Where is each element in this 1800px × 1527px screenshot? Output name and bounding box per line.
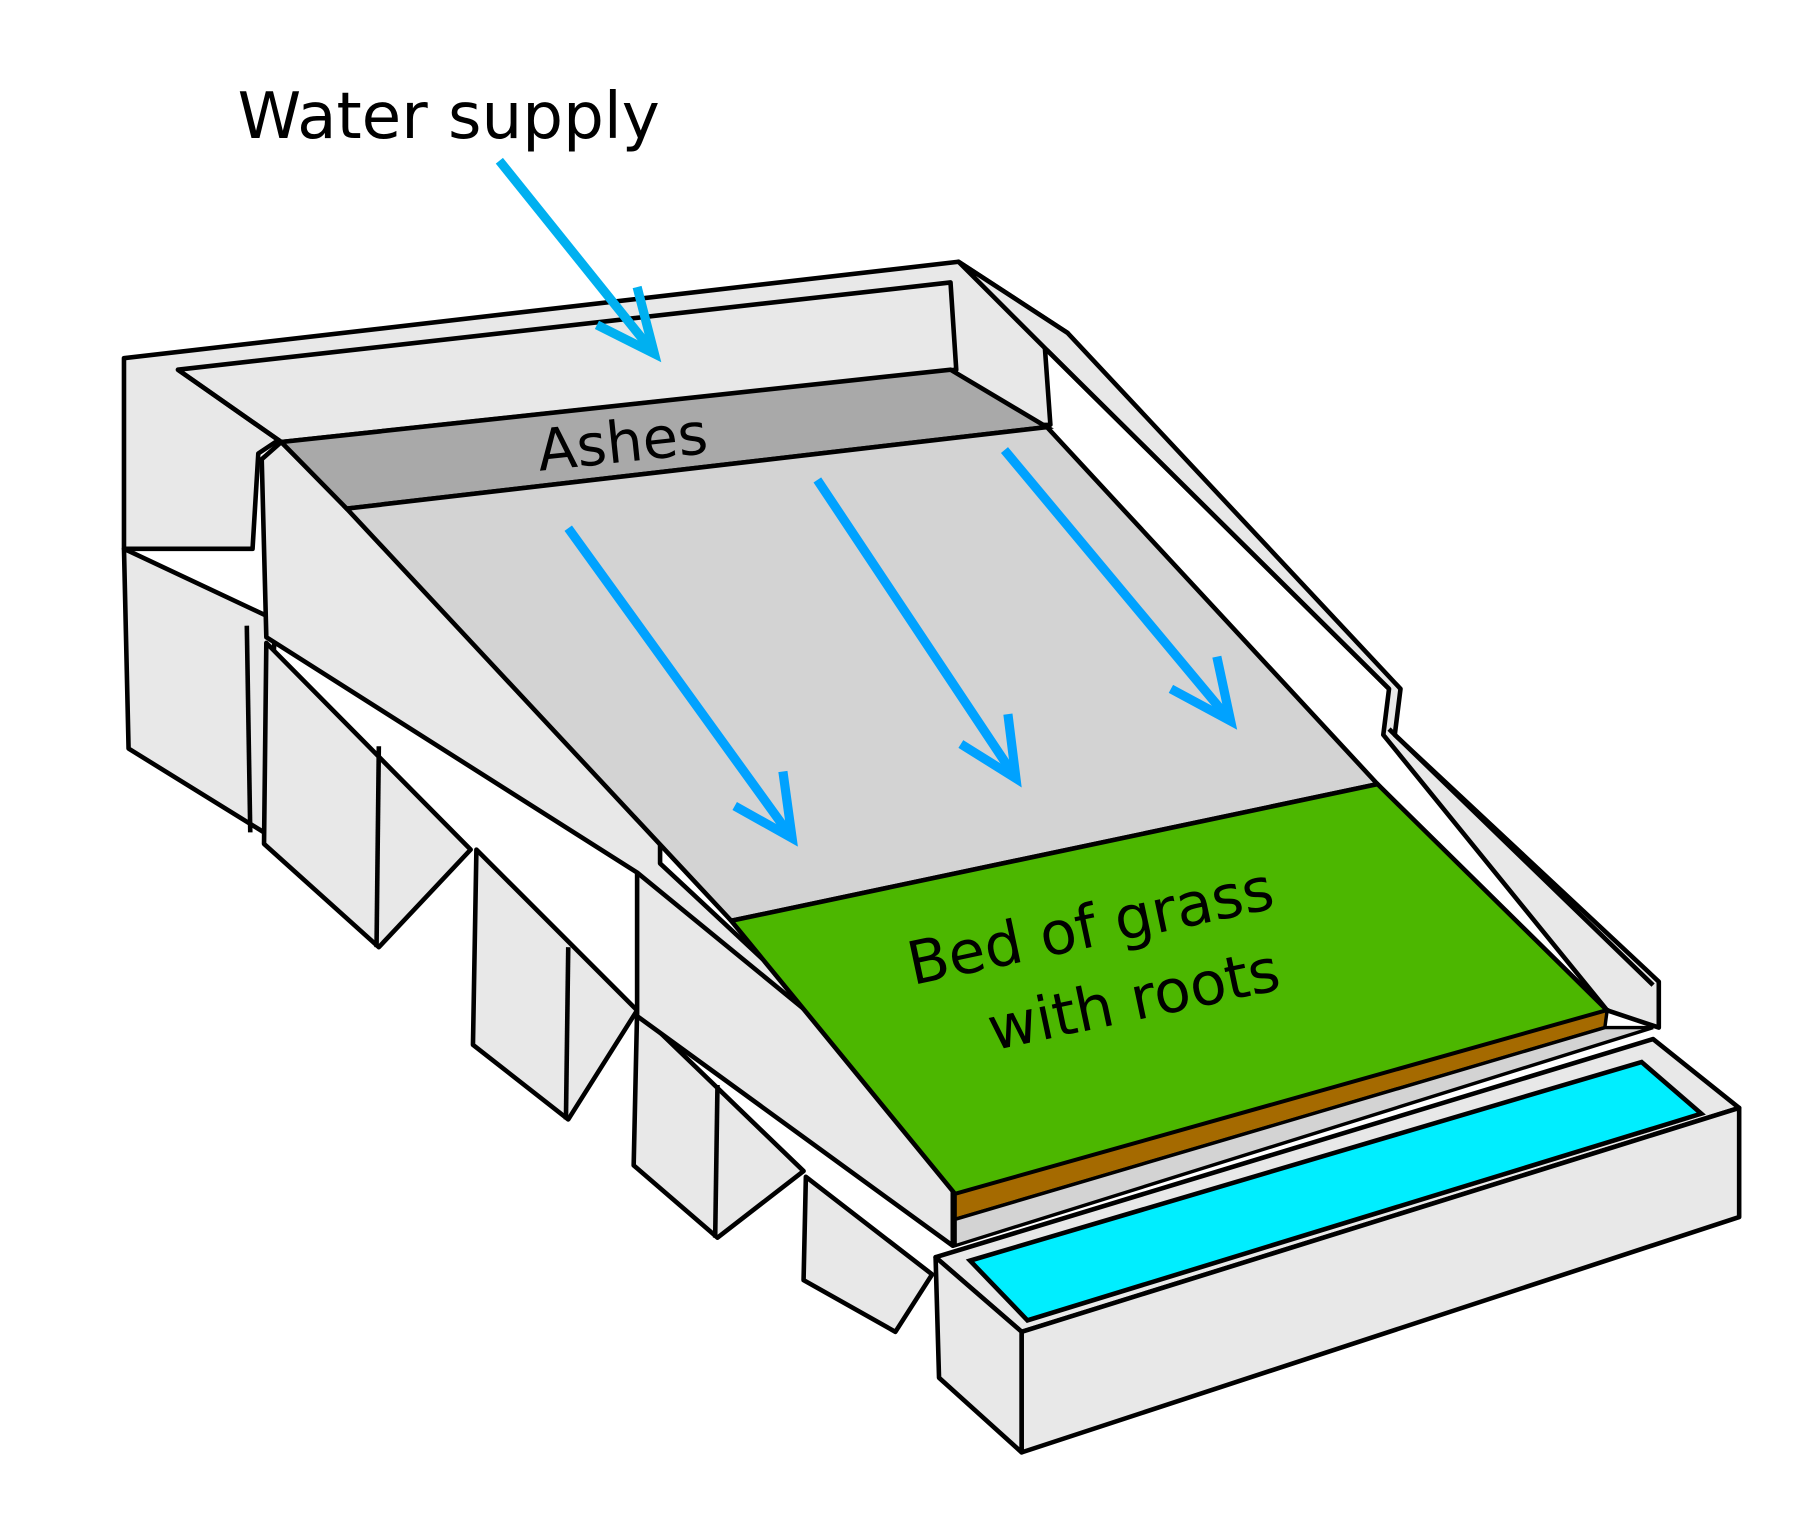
flow-arrow-right: [1000, 447, 1238, 730]
collected-water: [965, 1059, 1706, 1323]
collection-trough: [933, 1036, 1742, 1455]
support-blocks: [121, 546, 935, 1335]
flow-arrow-middle: [813, 477, 1022, 788]
flow-arrow-left: [564, 525, 798, 847]
support-block-5: [801, 1174, 935, 1335]
collector-gap: [953, 1025, 1654, 1249]
support-block-3: [470, 847, 640, 1122]
water-supply-arrow: [495, 157, 662, 363]
water-supply-label: Water supply: [238, 79, 660, 154]
support-block-1: [121, 546, 278, 835]
